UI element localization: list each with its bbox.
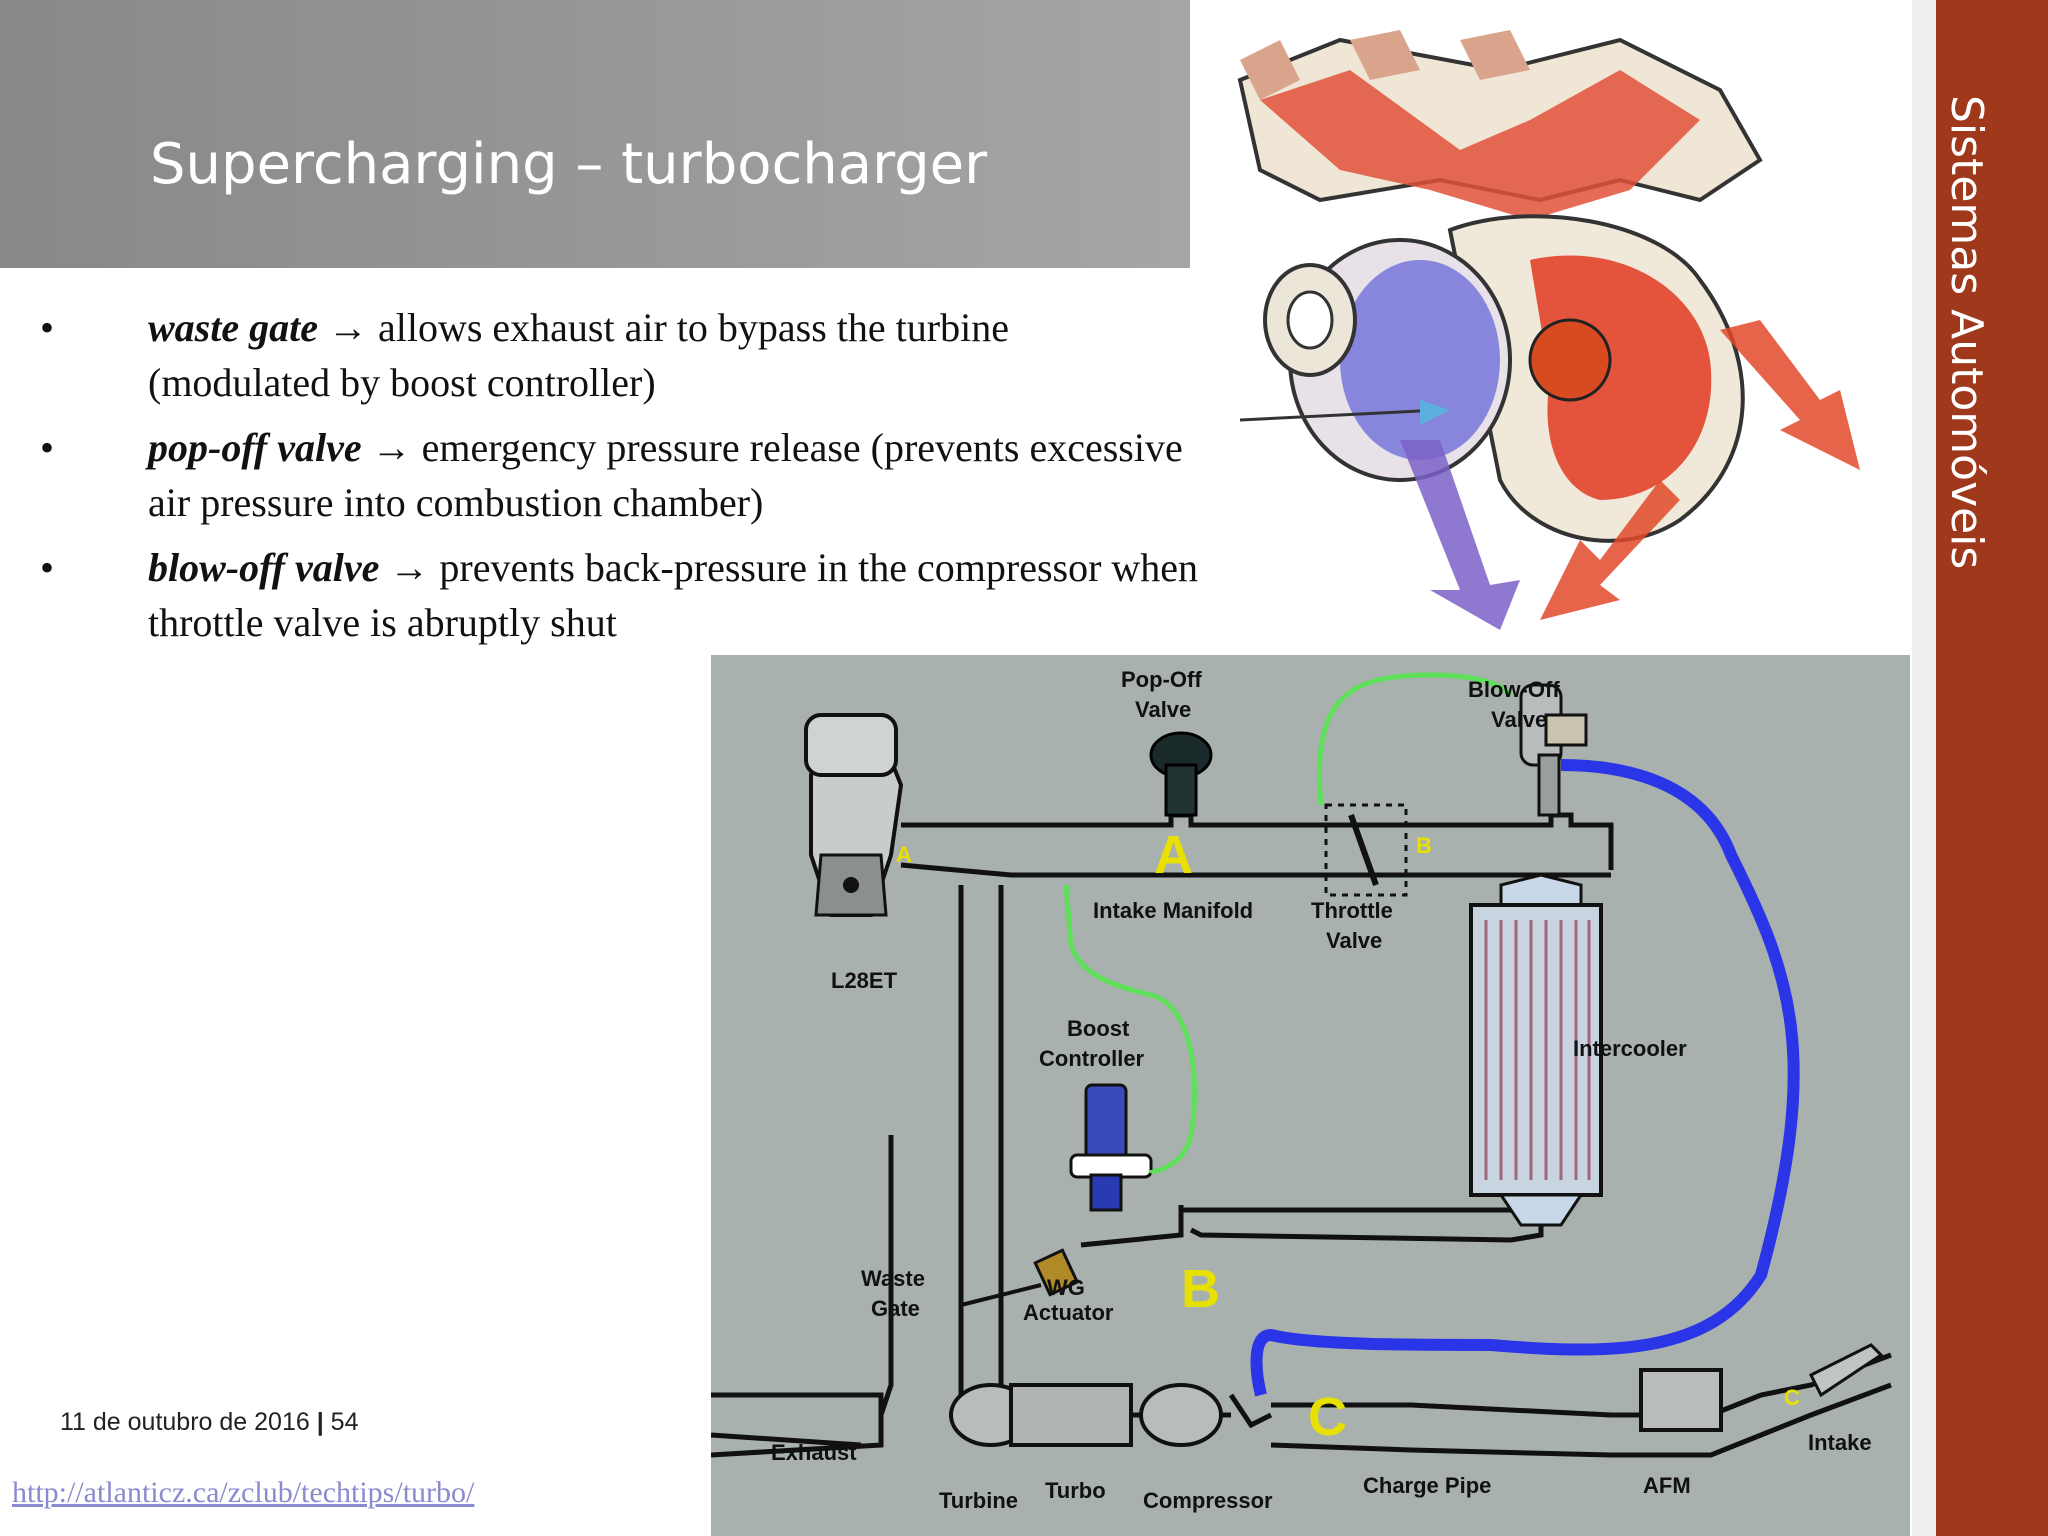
label-intercooler: Intercooler [1573, 1036, 1687, 1061]
label-waste-gate: Gate [871, 1296, 920, 1321]
title-bar [0, 0, 1190, 268]
marker-b-small: B [1416, 833, 1432, 858]
intercooler-fins [1484, 920, 1591, 1180]
bullet-item: • waste gate → allows exhaust air to byp… [40, 300, 1200, 410]
bullet-marker: • [40, 305, 55, 350]
exhaust-flow-arrow [1720, 320, 1860, 470]
label-intake: Intake [1808, 1430, 1872, 1455]
label-wg-actuator: Actuator [1023, 1300, 1114, 1325]
label-engine: L28ET [831, 968, 898, 993]
marker-a-large: A [1154, 825, 1193, 885]
intercooler [1469, 873, 1603, 1227]
wg-actuator [960, 1248, 1080, 1307]
slide-title: Supercharging – turbocharger [150, 132, 988, 197]
afm-and-intake [1639, 1343, 1884, 1432]
label-blow-off: Blow-Off [1468, 677, 1560, 702]
bullet-text: → prevents back-pressure in the compress… [148, 545, 1199, 645]
side-gap [1912, 0, 1936, 1536]
turbine-housing [1447, 214, 1745, 543]
boost-hose [1250, 759, 1800, 1397]
exhaust-outlet-arrow [1540, 480, 1680, 620]
label-wg: WG [1047, 1275, 1085, 1300]
air-inlet-arrow [1420, 400, 1450, 425]
footer: 11 de outubro de 2016 | 54 [60, 1408, 358, 1437]
label-turbine: Turbine [939, 1488, 1018, 1513]
intake-air-arrow [1400, 440, 1520, 630]
page-number: 54 [330, 1408, 359, 1436]
bullet-item: • blow-off valve → prevents back-pressur… [40, 540, 1200, 650]
throttle-plate [1348, 813, 1379, 887]
marker-c-large: C [1308, 1387, 1347, 1447]
label-pop-off-valve: Valve [1135, 697, 1191, 722]
boost-controller [1069, 1083, 1153, 1212]
label-boost-controller: Controller [1039, 1046, 1145, 1071]
label-compressor: Compressor [1143, 1488, 1273, 1513]
bullet-marker: • [40, 545, 55, 590]
turbo-unit [949, 1383, 1223, 1447]
label-exhaust: Exhaust [771, 1440, 857, 1465]
engine-l28et [804, 713, 904, 917]
footer-separator: | [316, 1408, 324, 1436]
source-link[interactable]: http://atlanticz.ca/zclub/techtips/turbo… [12, 1476, 475, 1509]
label-intake-manifold: Intake Manifold [1093, 898, 1253, 923]
label-boost: Boost [1067, 1016, 1130, 1041]
bullet-list: • waste gate → allows exhaust air to byp… [40, 300, 1200, 660]
side-label: Sistemas Automóveis [1941, 95, 1992, 570]
bullet-text: → emergency pressure release (prevents e… [148, 425, 1183, 525]
marker-b-large: B [1181, 1259, 1220, 1319]
compressor-housing [1263, 238, 1512, 482]
label-waste: Waste [861, 1266, 925, 1291]
label-throttle-valve: Valve [1326, 928, 1382, 953]
marker-a-small: A [896, 842, 912, 867]
turbo-system-diagram: A A B B C C Pop-Off Valve Blow-Off Valve… [711, 655, 1910, 1536]
vacuum-lines [1063, 672, 1513, 1174]
footer-date: 11 de outubro de 2016 [60, 1408, 310, 1436]
bullet-term: waste gate [148, 305, 318, 350]
air-inlet-line [1239, 408, 1441, 422]
blow-off-valve [1519, 683, 1588, 817]
pop-off-valve [1149, 731, 1213, 817]
bullet-item: • pop-off valve → emergency pressure rel… [40, 420, 1200, 530]
label-pop-off: Pop-Off [1121, 667, 1202, 692]
label-throttle: Throttle [1311, 898, 1393, 923]
label-turbo: Turbo [1045, 1478, 1106, 1503]
throttle-valve-body [1324, 803, 1408, 897]
bullet-marker: • [40, 425, 55, 470]
label-blow-off-valve: Valve [1491, 707, 1547, 732]
bullet-text: → allows exhaust air to bypass the turbi… [148, 305, 1009, 405]
exhaust-manifold [1237, 30, 1763, 220]
bullet-term: pop-off valve [148, 425, 362, 470]
side-bar [1936, 0, 2048, 1536]
bullet-term: blow-off valve [148, 545, 380, 590]
turbocharger-cutaway-illustration [1200, 0, 1912, 654]
label-afm: AFM [1643, 1473, 1691, 1498]
marker-c-small: C [1784, 1385, 1800, 1410]
label-charge-pipe: Charge Pipe [1363, 1473, 1491, 1498]
